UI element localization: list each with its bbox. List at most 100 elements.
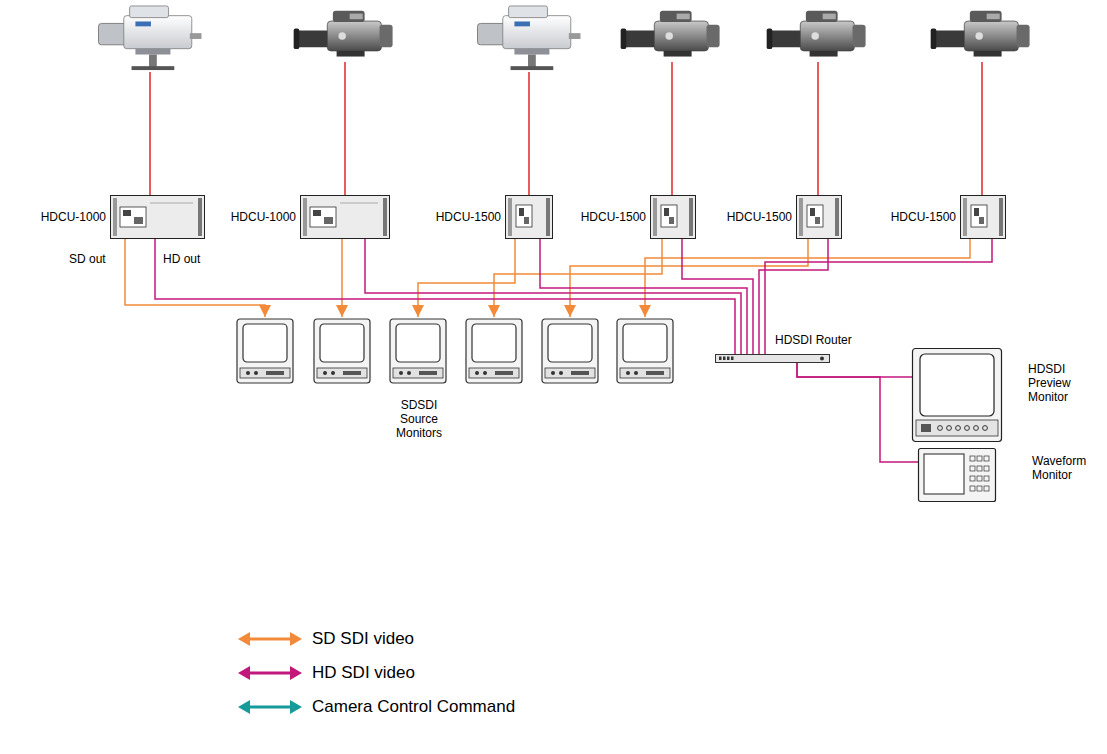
sd-sdi-feeds: [125, 239, 970, 317]
sd-monitor: [542, 319, 598, 383]
hd-sdi-link: [797, 363, 918, 462]
node-art: [920, 354, 994, 416]
node-art: [977, 486, 982, 491]
legend-swatch: [238, 630, 302, 648]
hd-sdi-link: [155, 239, 735, 354]
ccu-housing: [506, 196, 553, 239]
node-label: HDCU-1500: [891, 210, 956, 224]
node-label: HDCU-1000: [41, 210, 106, 224]
preview-monitor: HDSDI Preview Monitor: [912, 348, 1002, 442]
node-art: [970, 476, 975, 481]
node-art: [310, 207, 336, 227]
hd-sdi-link: [682, 239, 753, 354]
node-art: [134, 217, 143, 224]
sd-monitor: [617, 319, 673, 383]
node-art: [979, 217, 984, 224]
node-outline: [505, 195, 553, 239]
sd-monitor: [314, 319, 370, 383]
node-art: [324, 217, 333, 224]
node-art: [519, 208, 524, 216]
sd-sdi-line: [494, 239, 662, 317]
node-outline: [912, 348, 1002, 442]
node-art: [150, 203, 193, 204]
legend-text: Camera Control Command: [312, 696, 515, 718]
node-art: [508, 198, 512, 236]
legend-text: HD SDI video: [312, 662, 415, 684]
node-art: [546, 198, 550, 236]
node-art: [970, 486, 975, 491]
node-art: [810, 208, 815, 216]
node-art: [974, 208, 979, 216]
node-art: [984, 466, 989, 471]
camera-cable: [344, 62, 346, 195]
legend-line: [246, 672, 294, 675]
legend-line: [246, 706, 294, 709]
node-art: [970, 466, 975, 471]
node-art: [983, 426, 988, 431]
node-label: HDSDI Preview Monitor: [1028, 362, 1092, 404]
camera-cable: [671, 62, 673, 195]
legend-arrowhead: [290, 632, 302, 646]
legend-swatch: [238, 664, 302, 682]
node-outline: [960, 195, 1006, 239]
node-art: [815, 217, 820, 224]
node-outline: [110, 195, 205, 239]
node-art: [835, 198, 839, 236]
node-art: [938, 426, 943, 431]
node-art: [727, 357, 730, 361]
ccu-housing: [111, 196, 205, 239]
studio-camera: [478, 6, 581, 70]
sd-sdi-line: [341, 239, 343, 317]
node-art: [965, 426, 970, 431]
legend-arrowhead: [238, 666, 250, 680]
node-outline: [300, 195, 390, 239]
node-outline: [796, 195, 842, 239]
node-label: HDCU-1500: [727, 210, 792, 224]
group-label: SDSDI Source Monitors: [386, 398, 452, 440]
eng-camera: [767, 11, 866, 57]
node-art: [916, 420, 998, 436]
legend-arrowhead: [290, 700, 302, 714]
node-art: [977, 476, 982, 481]
hd-sdi-link: [765, 239, 992, 354]
ccu-housing: [651, 196, 696, 239]
studio-camera: [99, 6, 202, 70]
router-chassis: [716, 355, 830, 363]
node-art: [516, 205, 532, 227]
sd-source-monitors: [237, 319, 673, 383]
node-art: [963, 198, 967, 236]
node-art: [123, 210, 131, 216]
node-art: [947, 426, 952, 431]
ccu-housing: [301, 196, 390, 239]
sd-monitor: [466, 319, 522, 383]
hd-sdi-link: [797, 363, 912, 377]
monitor-housing: [919, 449, 996, 502]
node-outline: [650, 195, 696, 239]
node-art: [977, 456, 982, 461]
legend-text: SD SDI video: [312, 628, 414, 650]
node-art: [383, 198, 387, 236]
node-art: [689, 198, 693, 236]
eng-camera: [931, 11, 1030, 57]
node-art: [924, 454, 964, 494]
camera-cable: [817, 62, 819, 195]
camera-control-unit: HDCU-1500: [650, 195, 696, 239]
node-art: [340, 203, 378, 204]
node-art: [669, 217, 674, 224]
node-art: [664, 208, 669, 216]
node-art: [970, 456, 975, 461]
node-outline: [715, 354, 830, 363]
node-art: [956, 426, 961, 431]
waveform-monitor: Waveform Monitor: [918, 448, 996, 502]
eng-camera: [294, 11, 393, 57]
node-art: [313, 210, 321, 216]
legend-swatch: [238, 698, 302, 716]
node-art: [974, 426, 979, 431]
node-art: [661, 205, 677, 227]
node-art: [303, 198, 307, 236]
node-art: [113, 198, 117, 236]
node-art: [984, 456, 989, 461]
cameras: [99, 6, 1030, 70]
camera-cable: [149, 72, 151, 195]
camera-control-unit: HDCU-1000: [110, 195, 205, 239]
